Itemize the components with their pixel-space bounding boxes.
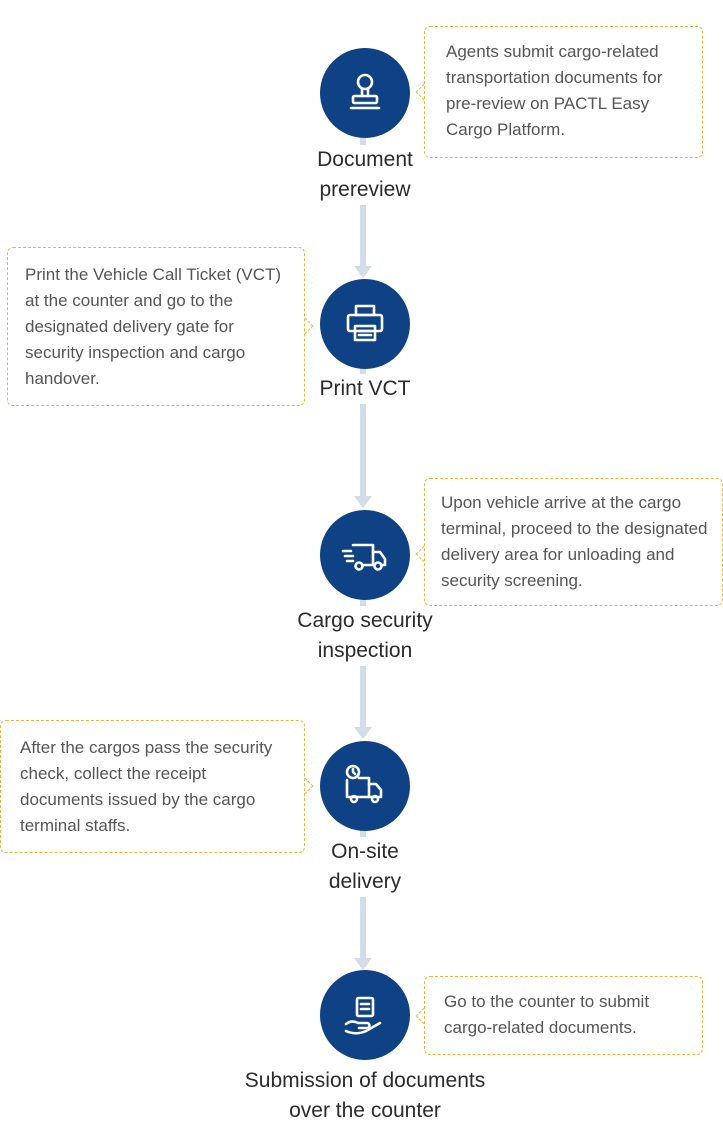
connector-line-2	[360, 365, 366, 505]
step-5-circle	[320, 970, 410, 1060]
connector-line-1	[360, 135, 366, 275]
step-2-label: Print VCT	[300, 374, 430, 404]
arrow-down-icon	[354, 496, 372, 508]
arrow-down-icon	[354, 727, 372, 739]
step-5-description: Go to the counter to submit cargo-relate…	[424, 976, 703, 1055]
step-5-label: Submission of documents over the counter	[225, 1066, 505, 1126]
step-3-description: Upon vehicle arrive at the cargo termina…	[424, 478, 723, 606]
step-1-label: Document prereview	[300, 145, 430, 205]
timed-truck-icon	[345, 764, 383, 804]
delivery-truck-icon	[341, 543, 387, 571]
connector-line-4	[360, 827, 366, 967]
stamp-icon	[349, 73, 381, 110]
step-2-description: Print the Vehicle Call Ticket (VCT) at t…	[7, 247, 305, 406]
step-3-circle	[320, 510, 410, 600]
step-1-description: Agents submit cargo-related transportati…	[424, 26, 703, 158]
hand-document-icon	[344, 996, 382, 1035]
printer-icon	[346, 304, 384, 342]
step-4-circle	[320, 741, 410, 831]
step-1-circle	[320, 48, 410, 138]
connector-line-3	[360, 596, 366, 736]
arrow-down-icon	[354, 958, 372, 970]
step-2-circle	[320, 279, 410, 369]
step-3-label: Cargo security inspection	[285, 606, 445, 666]
arrow-down-icon	[354, 266, 372, 278]
step-4-description: After the cargos pass the security check…	[0, 720, 305, 853]
step-4-label: On-site delivery	[310, 837, 420, 897]
